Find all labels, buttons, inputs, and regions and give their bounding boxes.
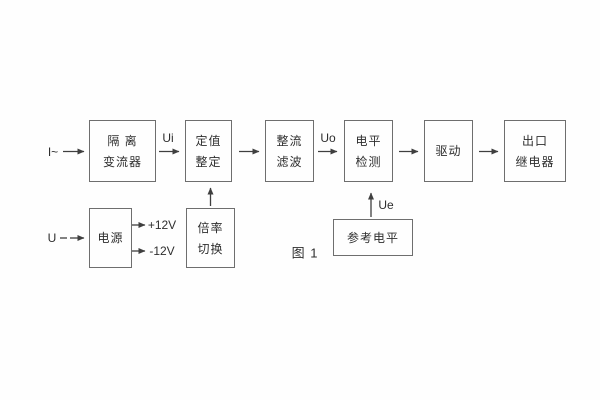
block-setting-adjust: 定值 整定: [185, 120, 232, 182]
block-label: 参考电平: [346, 230, 399, 245]
label-plus12v: +12V: [147, 218, 177, 232]
block-label: 电平: [355, 133, 382, 148]
block-output-relay: 出口 继电器: [504, 120, 566, 182]
label-signal-ue: Ue: [378, 198, 394, 212]
block-label: 倍率: [197, 220, 224, 235]
block-label: 定值: [195, 133, 222, 148]
block-label: 变流器: [102, 154, 142, 169]
block-rectifier-filter: 整流 滤波: [265, 120, 314, 182]
block-label: 驱动: [435, 144, 462, 158]
block-label: 滤波: [276, 154, 303, 169]
block-label: 整流: [276, 133, 303, 148]
block-label: 出口: [521, 133, 548, 148]
label-current-input: I~: [47, 145, 59, 159]
block-driver: 驱动: [424, 120, 473, 182]
block-label: 电源: [97, 231, 124, 245]
label-voltage-input: U: [47, 231, 57, 245]
block-label: 整定: [195, 154, 222, 169]
label-minus12v: -12V: [149, 244, 175, 258]
block-level-detector: 电平 检测: [344, 120, 393, 182]
block-label: 隔 离: [107, 133, 138, 148]
block-label: 检测: [355, 154, 382, 169]
block-reference-level: 参考电平: [333, 219, 413, 256]
label-signal-uo: Uo: [320, 131, 336, 145]
block-isolation-transformer: 隔 离 变流器: [89, 120, 156, 182]
figure-caption: 图 1: [291, 245, 319, 261]
block-label: 继电器: [515, 154, 555, 169]
block-ratio-switch: 倍率 切换: [186, 208, 235, 268]
block-power-supply: 电源: [89, 208, 132, 268]
block-label: 切换: [197, 241, 224, 256]
label-signal-ui: Ui: [162, 131, 174, 145]
